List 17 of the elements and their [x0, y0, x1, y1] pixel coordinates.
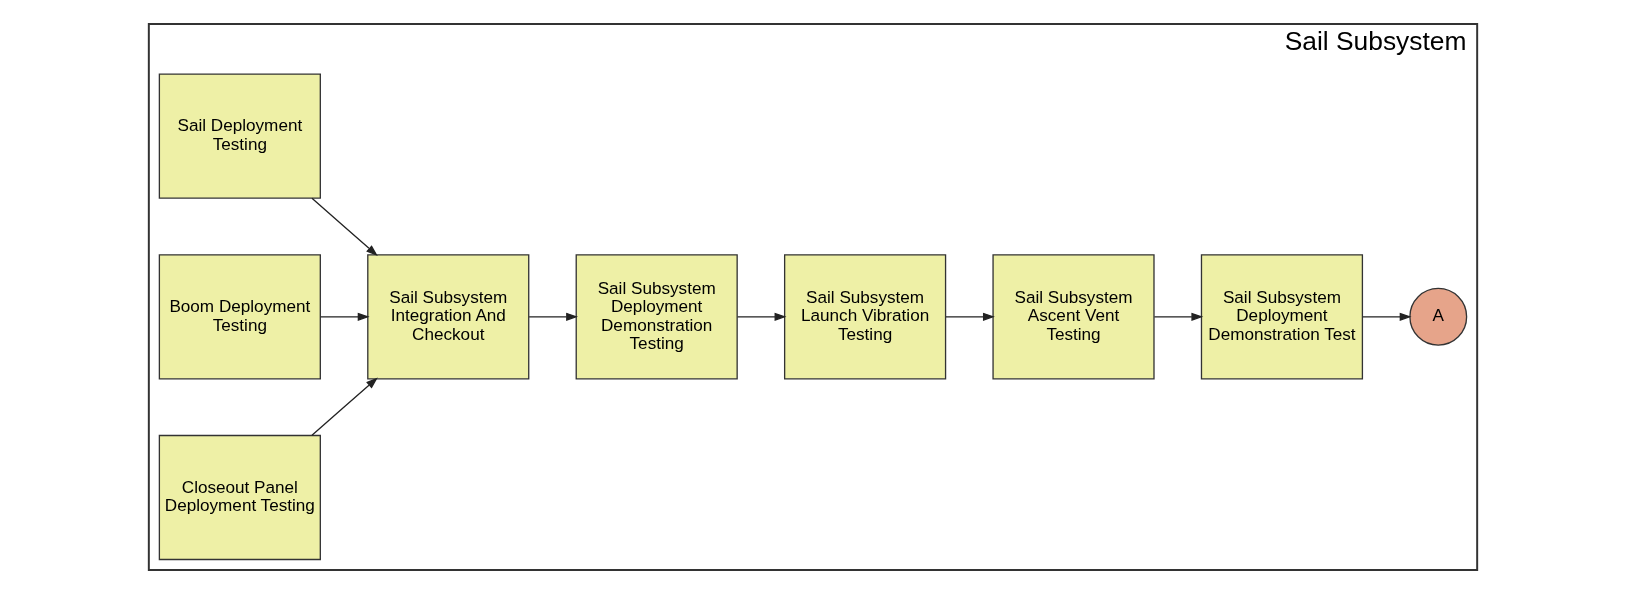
arrow — [944, 312, 995, 321]
node-box: Sail Deployment Testing — [158, 73, 321, 199]
node-box: Boom Deployment Testing — [158, 254, 321, 380]
node-box: Sail Subsystem Launch Vibration Testing — [783, 254, 946, 380]
node-box: Sail Subsystem Ascent Vent Testing — [991, 254, 1155, 380]
node-box: Closeout Panel Deployment Testing — [158, 434, 321, 561]
arrow — [310, 197, 378, 257]
arrow — [1153, 312, 1203, 321]
arrow — [310, 377, 378, 436]
node-box: Sail Subsystem Deployment Demonstration Testing — [575, 254, 738, 380]
arrow — [319, 312, 370, 321]
arrow — [736, 312, 786, 321]
node-box: Sail Subsystem Deployment Demonstration Test — [1200, 254, 1363, 380]
arrow — [1361, 312, 1412, 321]
arrow — [528, 312, 578, 321]
node-circle: A — [1408, 287, 1467, 346]
node-box: Sail Subsystem Integration And Checkout — [366, 254, 529, 380]
